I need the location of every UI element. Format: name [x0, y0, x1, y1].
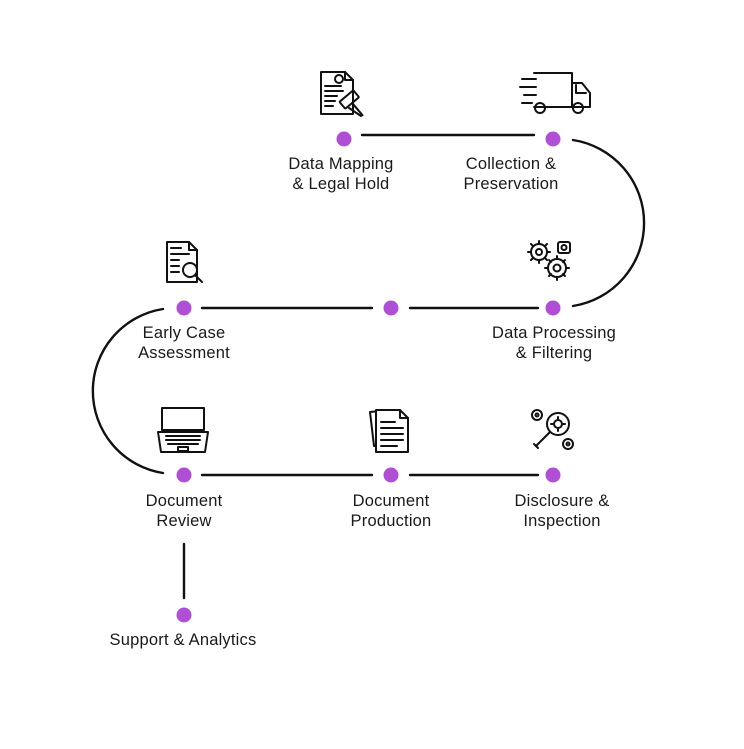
step-dot-data-mapping [336, 131, 352, 147]
label-line: Disclosure & [514, 492, 610, 510]
magnifier-gear-icon [531, 409, 574, 450]
label-line: Data Mapping [288, 155, 394, 173]
label-line: Assessment [138, 344, 230, 362]
step-dot-production [383, 467, 399, 483]
dots [176, 131, 561, 623]
step-dot-processing [545, 300, 561, 316]
step-dot-review [176, 467, 192, 483]
label-line: Early Case [142, 324, 226, 342]
label-line: Inspection [523, 512, 601, 530]
label-line: Preservation [463, 175, 559, 193]
step-dot-disclosure [545, 467, 561, 483]
label-data-mapping: Data Mapping & Legal Hold [288, 154, 393, 194]
label-line: Document [145, 492, 223, 510]
step-dot-support [176, 607, 192, 623]
step-dot-mid [383, 300, 399, 316]
label-line: & Legal Hold [292, 175, 390, 193]
label-line: Review [156, 512, 212, 530]
label-line: Document [352, 492, 430, 510]
connectors [91, 133, 646, 600]
delivery-truck-icon [519, 72, 591, 114]
label-line: & Filtering [515, 344, 593, 362]
label-collection: Collection & Preservation [463, 154, 558, 194]
label-review: Document Review [146, 491, 223, 531]
gears-icon [527, 240, 571, 281]
document-magnifier-icon [166, 241, 203, 283]
label-disclosure: Disclosure & Inspection [514, 491, 609, 531]
connector-early-review [91, 307, 165, 475]
label-line: Data Processing [491, 324, 617, 342]
step-dot-early-case [176, 300, 192, 316]
label-early-case: Early Case Assessment [138, 323, 230, 363]
step-dot-collection [545, 131, 561, 147]
label-line: Collection & [465, 155, 557, 173]
connector-collection-processing [571, 138, 646, 308]
label-line: Production [350, 512, 432, 530]
label-production: Document Production [351, 491, 432, 531]
label-line: Support & Analytics [109, 631, 257, 649]
document-stack-icon [369, 409, 409, 453]
legal-document-gavel-icon [320, 71, 364, 117]
laptop-icon [157, 407, 209, 453]
label-support: Support & Analytics [110, 630, 257, 650]
label-processing: Data Processing & Filtering [492, 323, 616, 363]
